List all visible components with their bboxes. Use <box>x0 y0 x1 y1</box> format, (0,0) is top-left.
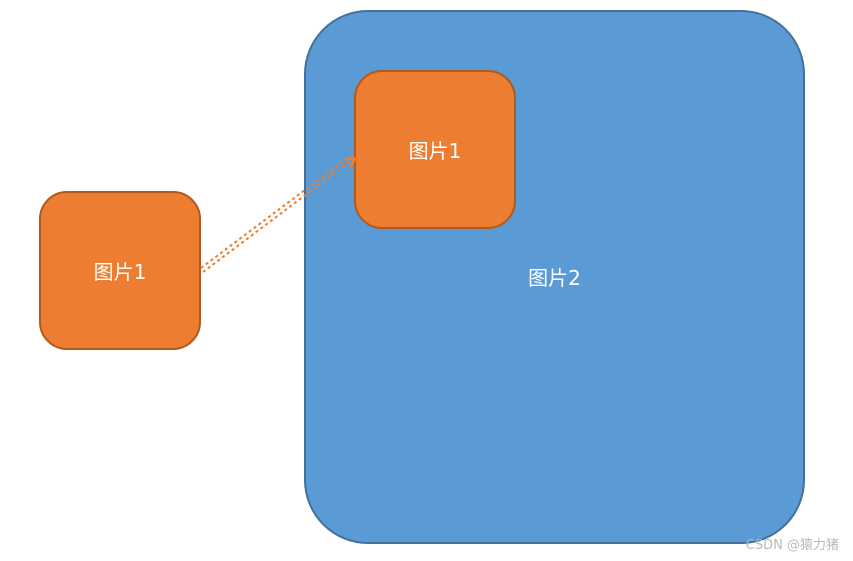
inner-box-image-1: 图片1 <box>354 70 516 229</box>
watermark: CSDN @猿力猪 <box>745 538 839 553</box>
left-box-image-1: 图片1 <box>39 191 201 350</box>
left-box-label: 图片1 <box>93 260 147 284</box>
outer-box-label: 图片2 <box>528 266 581 290</box>
inner-box-label: 图片1 <box>408 139 462 163</box>
